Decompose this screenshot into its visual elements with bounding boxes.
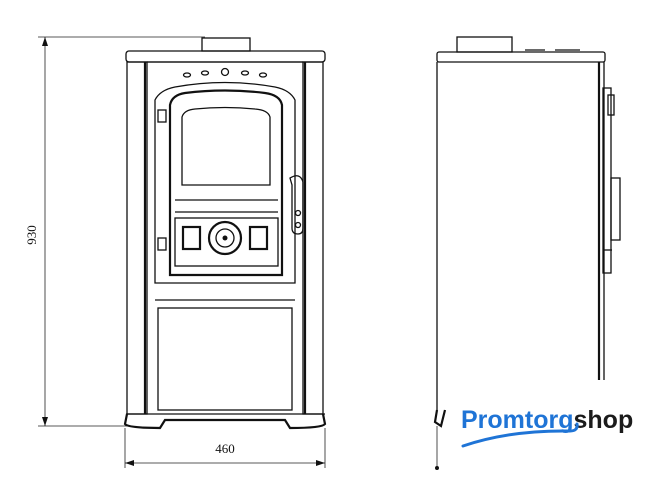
height-label: 930 <box>24 225 39 245</box>
vent-holes <box>182 67 268 78</box>
promtorgshop-logo: Promtorgshop <box>461 406 633 448</box>
door-handle <box>289 175 304 235</box>
air-regulator-knob <box>207 220 243 256</box>
width-label: 460 <box>215 441 235 456</box>
width-dimension: 460 <box>124 428 326 468</box>
svg-text:Promtorgshop: Promtorgshop <box>461 406 633 434</box>
height-dimension: 930 <box>24 36 205 427</box>
logo-text-shop: shop <box>574 406 634 434</box>
stove-side-view <box>433 36 621 470</box>
logo-swoosh <box>461 422 579 448</box>
stove-front-view <box>123 37 327 430</box>
logo-text-promtorg: Promtorg <box>461 406 574 434</box>
